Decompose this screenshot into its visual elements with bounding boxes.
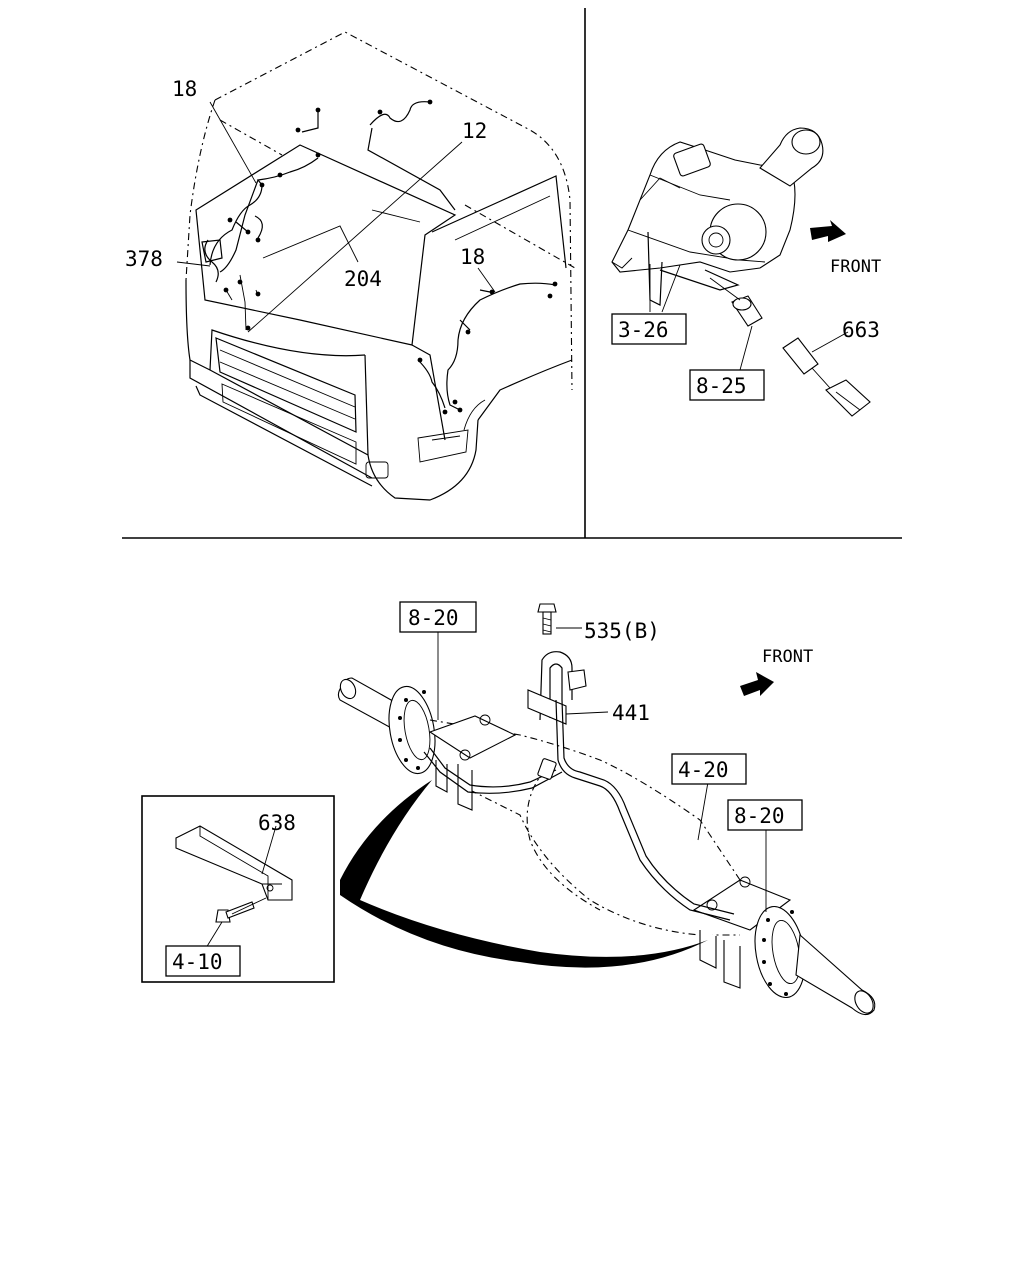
ref-8-20-top-label: 8-20 [408, 606, 459, 630]
ref-box-8-20-top: 8-20 [399, 601, 477, 633]
axle-illustration [337, 603, 876, 1016]
callout-18-right: 18 [460, 245, 485, 269]
pump-sensor-illustration [611, 127, 871, 417]
ref-box-4-20: 4-20 [671, 753, 747, 785]
front-label-bottom: FRONT [762, 647, 813, 667]
cab-illustration [176, 31, 576, 501]
ref-box-8-25: 8-25 [689, 369, 765, 401]
callout-378: 378 [125, 247, 163, 271]
ref-box-3-26: 3-26 [611, 313, 687, 345]
inset-bracket [141, 795, 335, 983]
callout-204: 204 [344, 267, 382, 291]
callout-441: 441 [612, 701, 650, 725]
ref-box-8-20-right: 8-20 [727, 799, 803, 831]
ref-box-4-10: 4-10 [165, 945, 241, 977]
callout-12: 12 [462, 119, 487, 143]
ref-4-20-label: 4-20 [678, 758, 729, 782]
ref-4-10-label: 4-10 [172, 950, 223, 974]
ref-8-25-label: 8-25 [696, 374, 747, 398]
callout-535b: 535(B) [584, 619, 660, 643]
callout-638: 638 [258, 811, 296, 835]
front-label-top: FRONT [830, 257, 881, 277]
callout-663: 663 [842, 318, 880, 342]
callout-18-left: 18 [172, 77, 197, 101]
ref-8-20-right-label: 8-20 [734, 804, 785, 828]
panel-dividers [122, 8, 902, 539]
ref-3-26-label: 3-26 [618, 318, 669, 342]
